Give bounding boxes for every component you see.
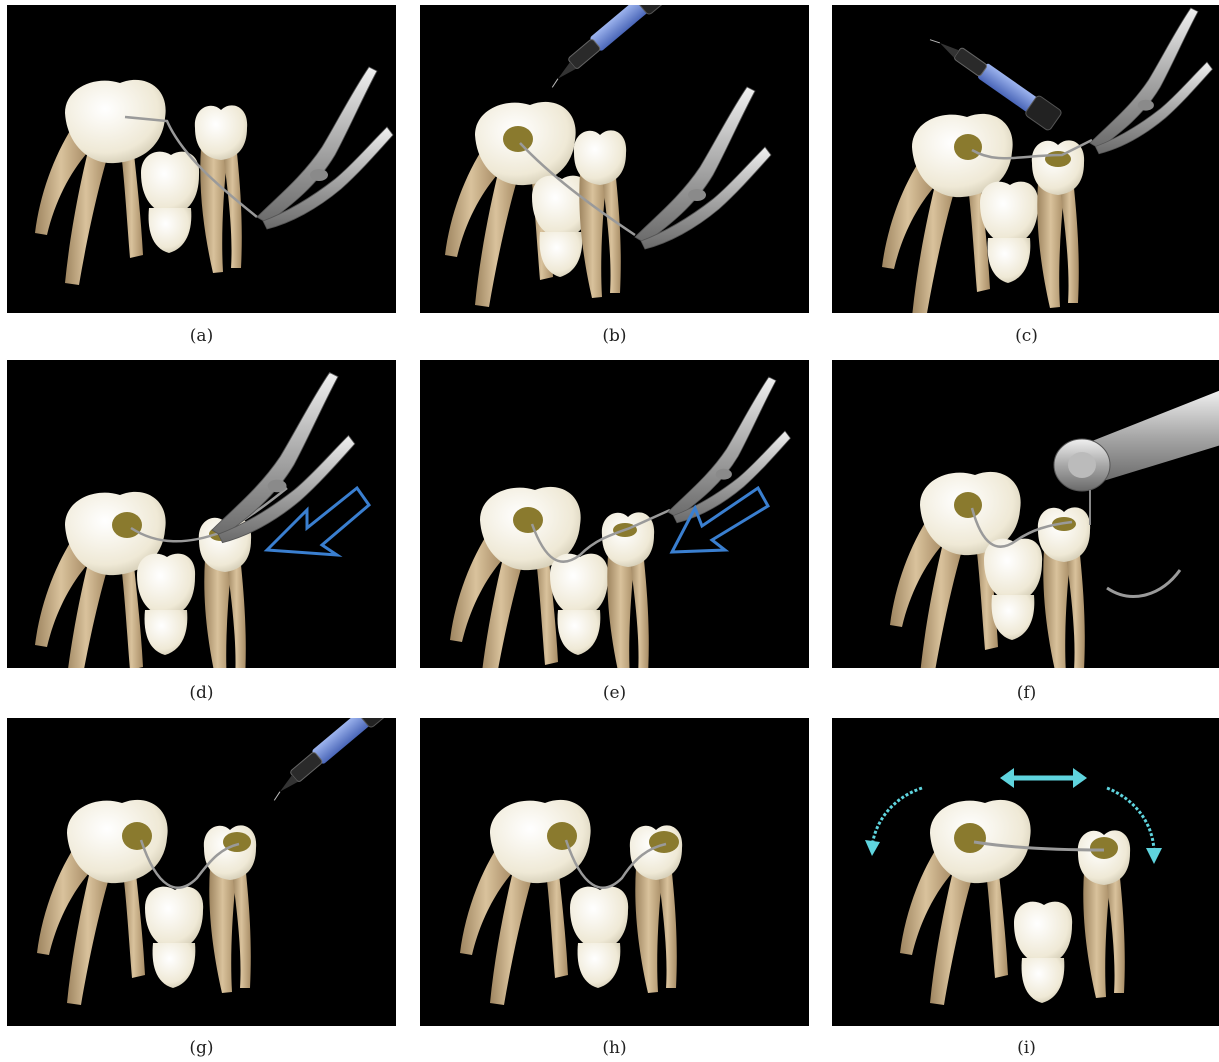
panel-d <box>7 360 396 668</box>
illustration-b <box>420 5 809 313</box>
premolar-tooth <box>550 554 608 655</box>
pliers-instrument <box>257 67 393 229</box>
pliers-instrument <box>635 87 771 249</box>
illustration-a <box>7 5 396 313</box>
panel-b <box>420 5 809 313</box>
canine-tooth <box>195 105 247 273</box>
composite-bond <box>649 831 679 853</box>
caption-h: (h) <box>420 1038 809 1058</box>
illustration-e <box>420 360 809 668</box>
illustration-f <box>832 360 1219 668</box>
panel-h <box>420 718 809 1026</box>
caption-i: (i) <box>832 1038 1219 1058</box>
panel-a <box>7 5 396 313</box>
canine-tooth <box>574 130 626 298</box>
panel-g <box>7 718 396 1026</box>
composite-bond <box>954 492 982 518</box>
composite-bond <box>503 126 533 152</box>
composite-bond <box>122 822 152 850</box>
premolar-tooth <box>570 887 628 988</box>
illustration-c <box>832 5 1219 313</box>
composite-bond <box>954 134 982 160</box>
translation-arrow <box>1000 768 1087 788</box>
caption-f: (f) <box>832 683 1219 703</box>
premolar-tooth <box>141 152 199 253</box>
illustration-d <box>7 360 396 668</box>
panel-f <box>832 360 1219 668</box>
caption-b: (b) <box>420 326 809 346</box>
handpiece <box>1054 390 1219 525</box>
caption-e: (e) <box>420 683 809 703</box>
pliers-instrument <box>668 377 790 523</box>
rotation-arrow-left <box>865 788 922 856</box>
canine-tooth <box>1038 507 1090 668</box>
caption-d: (d) <box>7 683 396 703</box>
composite-syringe <box>263 718 393 806</box>
panel-c <box>832 5 1219 313</box>
direction-arrow <box>267 488 369 555</box>
illustration-i <box>832 718 1219 1026</box>
pliers-instrument <box>212 373 355 543</box>
pliers-instrument <box>1090 8 1212 154</box>
caption-c: (c) <box>832 326 1219 346</box>
composite-bond <box>954 823 986 853</box>
composite-bond <box>547 822 577 850</box>
illustration-h <box>420 718 809 1026</box>
composite-bond <box>513 507 543 533</box>
caption-a: (a) <box>7 326 396 346</box>
premolar-tooth <box>980 182 1038 283</box>
cut-wire-segment <box>1107 570 1180 596</box>
panel-e <box>420 360 809 668</box>
composite-bond <box>112 512 142 538</box>
panel-i <box>832 718 1219 1026</box>
composite-syringe <box>541 5 671 93</box>
illustration-g <box>7 718 396 1026</box>
premolar-tooth <box>1014 902 1072 1003</box>
premolar-tooth <box>145 887 203 988</box>
composite-bond <box>1090 837 1118 859</box>
premolar-tooth <box>137 554 195 655</box>
caption-g: (g) <box>7 1038 396 1058</box>
